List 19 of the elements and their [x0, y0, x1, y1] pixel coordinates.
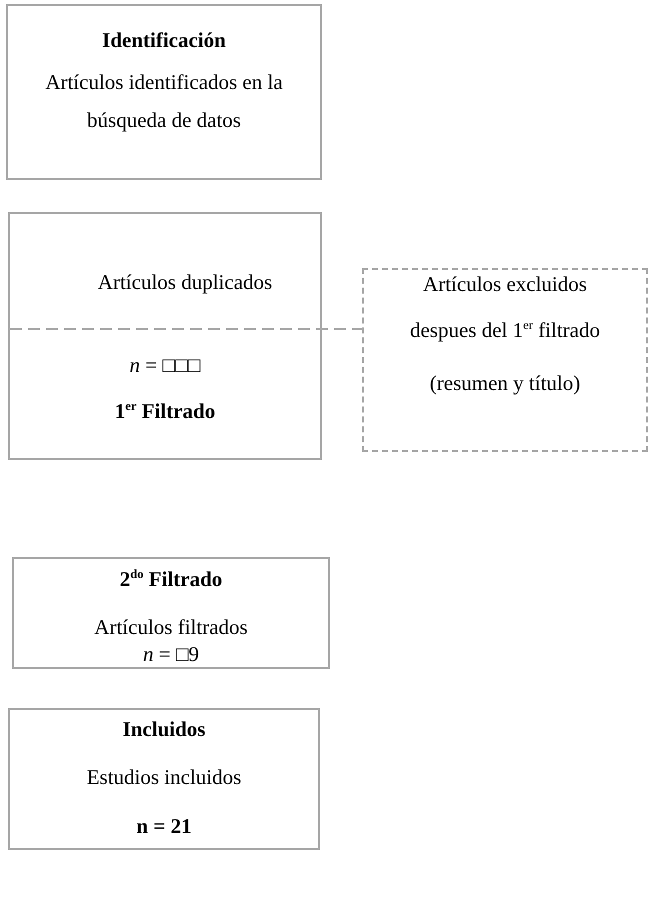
box-text: Artículos excluidos despues del 1$^{er}$ filtrado	[408, 271, 601, 344]
box-text: Estudios incluidos	[86, 764, 242, 791]
box-text: n = □□□	[128, 352, 202, 379]
process-box	[6, 4, 322, 180]
box-heading: Incluidos	[122, 716, 206, 743]
process-box	[8, 212, 322, 460]
process-box	[12, 557, 330, 669]
box-heading: n = 21	[135, 813, 193, 840]
box-heading: Identificación	[101, 27, 227, 54]
dashed-connector	[10, 328, 362, 330]
dashed-box	[362, 268, 648, 452]
box-heading: 1$^{er}$ Filtrado	[114, 398, 216, 425]
box-text: n = □9	[142, 641, 200, 667]
box-text: Artículos identificados en la búsqueda de datos	[44, 69, 284, 134]
box-heading: 2$^{do}$ Filtrado	[118, 566, 224, 592]
box-text: (resumen y título)	[428, 370, 582, 397]
box-text: Artículos duplicados	[96, 269, 274, 296]
box-text: Artículos filtrados	[93, 614, 249, 640]
process-box	[8, 708, 320, 850]
